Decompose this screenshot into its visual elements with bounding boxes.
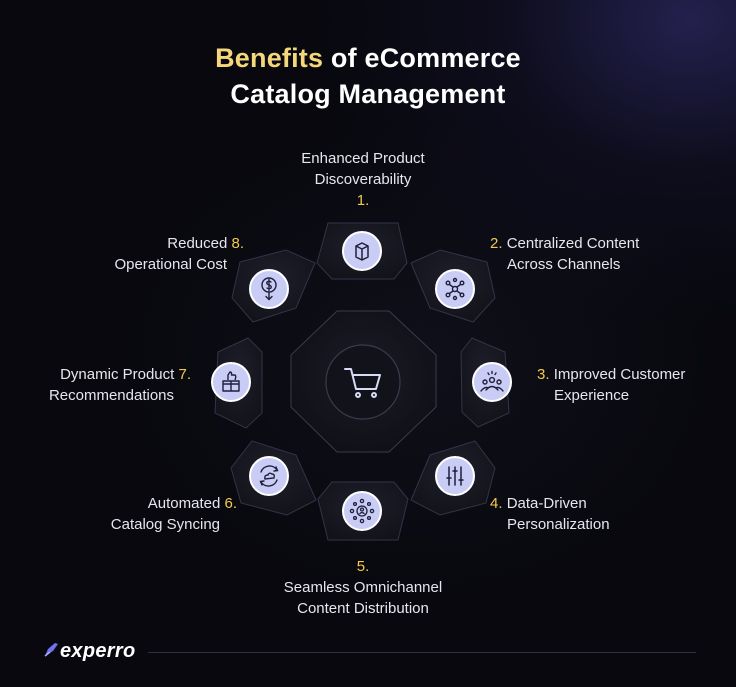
benefit-label-1: Enhanced Product Discoverability 1. (263, 148, 463, 211)
benefit-label-6: Automated 6. Catalog Syncing (110, 495, 237, 533)
benefit-label-8: Reduced 8. Operational Cost (114, 235, 244, 273)
network-nodes-icon (445, 277, 465, 301)
benefit-tile-2 (410, 249, 496, 323)
benefit-tile-6 (230, 440, 317, 516)
benefit-tile-8 (231, 249, 316, 323)
benefit-tile-1 (316, 222, 408, 280)
benefit-number-8: 8. (231, 235, 244, 252)
benefit-number-1: 1. (356, 192, 370, 209)
brand-logo: experro (60, 640, 136, 662)
benefit-label-7: Dynamic Product 7. Recommendations (48, 366, 191, 404)
benefit-tile-4 (410, 440, 496, 516)
benefit-number-6: 6. (224, 495, 237, 512)
benefit-tile-5 (317, 481, 409, 541)
benefit-number-4: 4. (490, 495, 503, 512)
benefit-number-3: 3. (537, 366, 550, 383)
box-icon (355, 242, 369, 261)
footer-divider (148, 652, 696, 653)
benefit-number-5: 5. (356, 558, 370, 575)
title-line2: Catalog Management (230, 79, 506, 109)
sliders-icon (446, 466, 464, 486)
shopping-cart-icon (344, 368, 381, 398)
benefit-label-2: 2. Centralized Content Across Channels (490, 235, 640, 273)
title-line1: of eCommerce (323, 43, 521, 73)
omnichannel-hub-icon (349, 498, 375, 524)
benefit-label-4: 4. Data-Driven Personalization (490, 495, 610, 533)
cloud-sync-icon (259, 465, 279, 487)
customer-group-icon (480, 370, 504, 392)
thumbs-up-box-icon (222, 371, 240, 392)
benefit-label-3: 3. Improved Customer Experience (537, 366, 686, 404)
benefit-tile-7 (211, 337, 263, 429)
benefit-number-2: 2. (490, 235, 503, 252)
rocket-icon (44, 643, 58, 657)
benefit-label-5: 5. Seamless Omnichannel Content Distribu… (253, 556, 473, 619)
center-disc (325, 344, 401, 420)
title-accent: Benefits (215, 43, 324, 73)
cost-down-icon (261, 277, 277, 301)
benefit-tile-3 (460, 337, 512, 428)
benefit-number-7: 7. (178, 366, 191, 383)
page-title: Benefits of eCommerce Catalog Management (0, 40, 736, 112)
